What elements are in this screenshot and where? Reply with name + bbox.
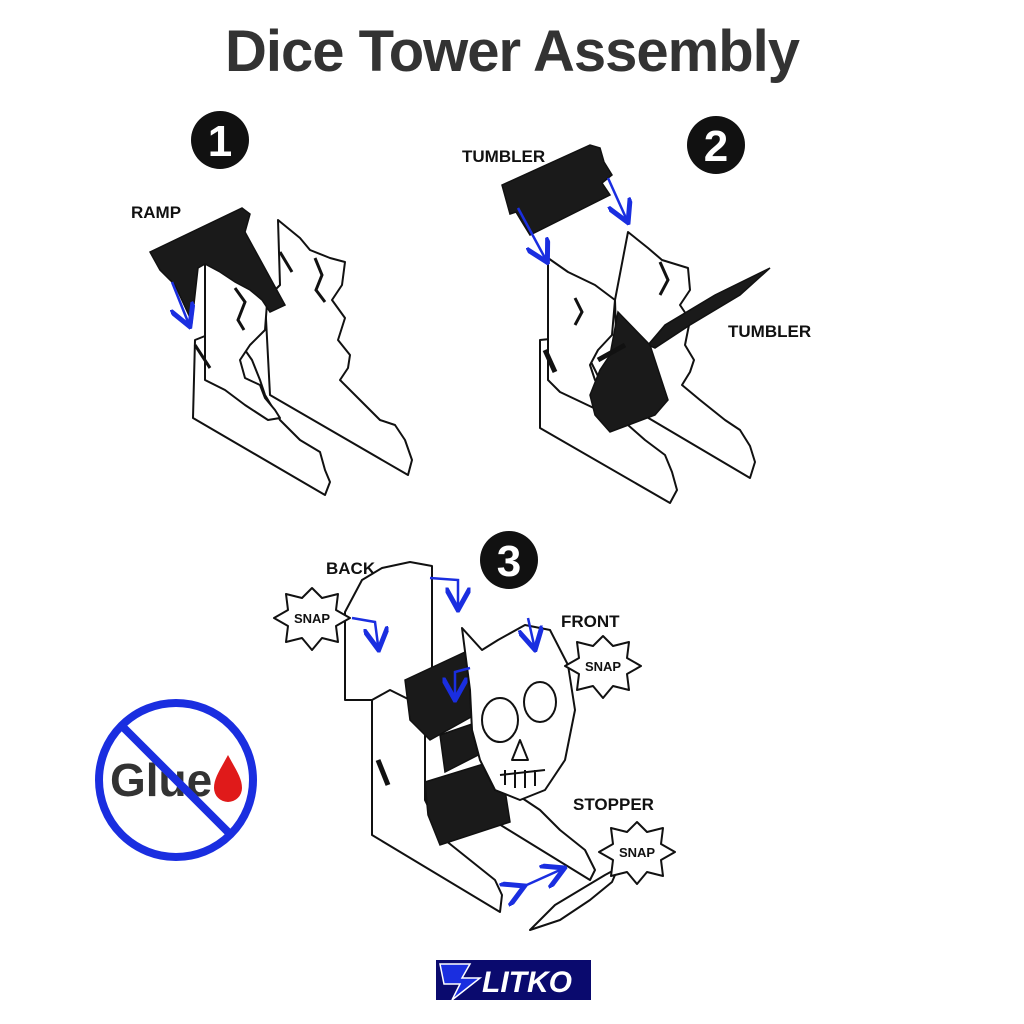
slot-2 bbox=[278, 251, 294, 273]
step-2-badge bbox=[687, 116, 745, 174]
tumbler-part-top bbox=[501, 144, 613, 236]
step-1-number: 1 bbox=[208, 117, 232, 166]
step-3-arrow-front bbox=[528, 617, 534, 645]
snap-burst-back: SNAP bbox=[273, 587, 351, 651]
step-3-arrow-back bbox=[429, 576, 458, 605]
side-wall-back bbox=[264, 219, 413, 476]
prohibition-slash bbox=[119, 723, 233, 837]
step-1-badge bbox=[191, 111, 249, 169]
snap-label: SNAP bbox=[585, 659, 621, 674]
ramp-installed bbox=[589, 310, 669, 433]
logo-bolt-icon bbox=[439, 963, 483, 1001]
step-2-arrow-left bbox=[516, 207, 545, 258]
front-label: FRONT bbox=[561, 612, 620, 631]
no-glue-sign: Glue bbox=[95, 699, 257, 861]
slot bbox=[375, 759, 391, 786]
skull-eye-left bbox=[481, 697, 519, 743]
tumbler-label-top: TUMBLER bbox=[462, 147, 545, 166]
back-label: BACK bbox=[326, 559, 376, 578]
step-3-badge bbox=[480, 531, 538, 589]
step-3-arrow-left bbox=[351, 616, 378, 645]
crack-detail-2 bbox=[658, 261, 670, 296]
glue-drop-icon bbox=[214, 755, 242, 802]
step-2-group: 2 TUMBLER TUMBLER bbox=[462, 116, 811, 504]
skull-eye-right bbox=[523, 681, 557, 723]
step-1-arrow bbox=[172, 281, 188, 322]
slot-2 bbox=[596, 342, 627, 363]
step-3-arrow-stopper bbox=[520, 870, 560, 888]
step-3-arrow-center bbox=[455, 666, 471, 695]
step-3-number: 3 bbox=[497, 537, 521, 586]
slot bbox=[542, 348, 558, 374]
stopper-label: STOPPER bbox=[573, 795, 654, 814]
snap-burst-stopper: SNAP bbox=[598, 821, 676, 885]
tumbler-label-side: TUMBLER bbox=[728, 322, 811, 341]
litko-logo: LITKO bbox=[436, 960, 591, 1001]
step-2-number: 2 bbox=[704, 122, 728, 171]
crack-detail-2 bbox=[313, 257, 327, 303]
inner-wall bbox=[547, 257, 616, 411]
logo-text: LITKO bbox=[482, 966, 572, 999]
step-3-group: 3 BACK FRONT STOPPER SNAP bbox=[273, 531, 676, 931]
crack-detail bbox=[233, 287, 247, 331]
front-panel-skull bbox=[461, 624, 576, 801]
skull-nose bbox=[511, 739, 529, 761]
snap-burst-front: SNAP bbox=[564, 635, 642, 699]
snap-label: SNAP bbox=[294, 611, 330, 626]
ramp-label: RAMP bbox=[131, 203, 181, 222]
page-title: Dice Tower Assembly bbox=[224, 19, 800, 84]
step-1-group: 1 RAMP bbox=[131, 111, 413, 496]
tumbler-part-side bbox=[646, 267, 771, 349]
snap-label: SNAP bbox=[619, 845, 655, 860]
slot bbox=[193, 344, 212, 369]
step-2-arrow-right bbox=[606, 177, 626, 218]
prohibition-ring bbox=[95, 699, 257, 861]
crack-detail bbox=[573, 297, 584, 326]
skull-teeth bbox=[499, 769, 546, 788]
